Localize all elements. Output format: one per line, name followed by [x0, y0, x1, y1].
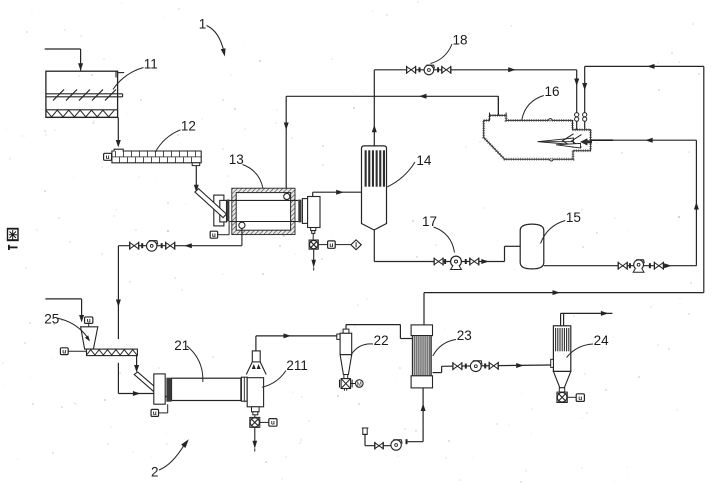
svg-text:1: 1 — [199, 17, 207, 32]
svg-text:21: 21 — [174, 338, 189, 353]
svg-text:u: u — [153, 410, 157, 417]
svg-text:22: 22 — [374, 333, 389, 348]
svg-text:14: 14 — [416, 153, 432, 168]
svg-text:24: 24 — [594, 333, 610, 348]
svg-text:23: 23 — [457, 328, 472, 343]
svg-text:u: u — [329, 242, 333, 249]
svg-text:u: u — [87, 317, 91, 324]
svg-text:u: u — [62, 348, 66, 355]
svg-text:M: M — [357, 382, 362, 388]
svg-text:2: 2 — [151, 465, 159, 480]
svg-text:15: 15 — [566, 210, 581, 225]
svg-text:211: 211 — [286, 358, 308, 373]
svg-text:16: 16 — [545, 84, 560, 99]
svg-text:u: u — [212, 232, 216, 239]
svg-text:u: u — [271, 420, 275, 427]
svg-text:11: 11 — [144, 57, 158, 72]
svg-text:18: 18 — [453, 33, 468, 48]
svg-text:u: u — [578, 395, 582, 402]
svg-text:25: 25 — [44, 311, 59, 326]
svg-text:13: 13 — [229, 152, 244, 167]
svg-text:u: u — [106, 154, 110, 161]
svg-text:12: 12 — [181, 119, 196, 134]
svg-text:17: 17 — [422, 214, 437, 229]
